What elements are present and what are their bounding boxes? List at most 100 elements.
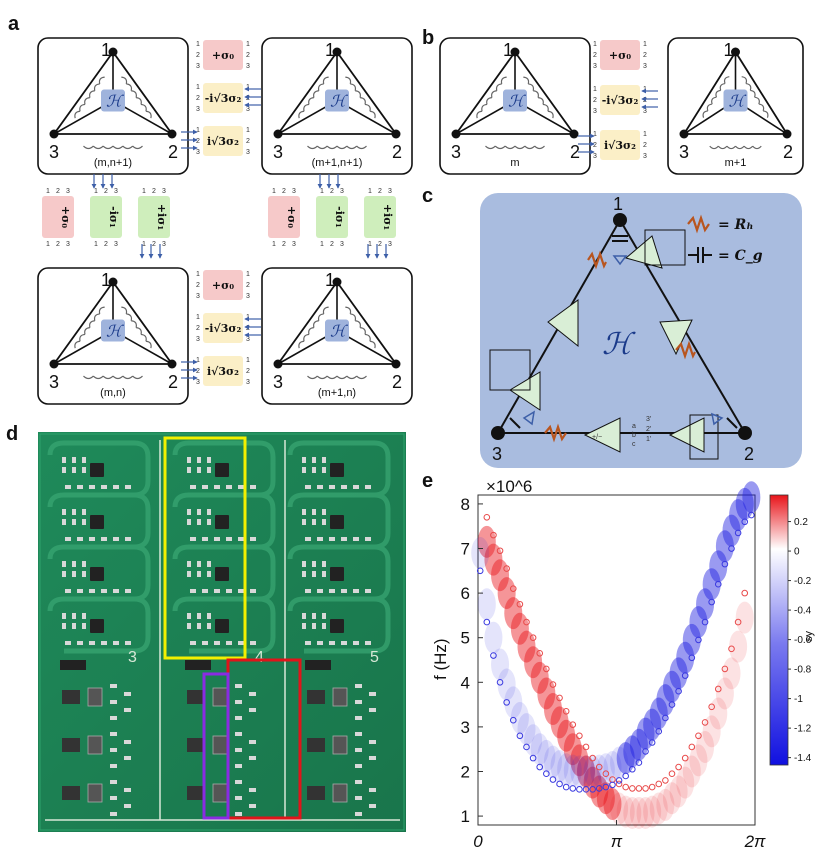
node-dot — [679, 129, 689, 139]
heatmap-cell — [583, 755, 602, 788]
hamiltonian-box — [325, 89, 349, 112]
pin-number: 3 — [196, 149, 200, 156]
heatmap-cell — [550, 750, 569, 783]
node-dot — [49, 359, 59, 369]
coupler-label: i√3σ₂ — [207, 365, 239, 378]
heatmap-cell — [530, 661, 549, 694]
series-0-point — [635, 785, 643, 792]
node-dot — [731, 47, 740, 57]
node-label: 1 — [101, 40, 111, 60]
pin-number: 2 — [643, 97, 647, 104]
panel-e-label: e — [422, 470, 433, 492]
node-dot — [108, 277, 118, 287]
node-2 — [738, 426, 752, 440]
pin-number: 2 — [246, 282, 250, 289]
pin-number: 1 — [196, 314, 200, 321]
heatmap-cell — [702, 568, 721, 601]
hamiltonian-box — [101, 319, 125, 342]
node-dot — [332, 47, 342, 57]
series-0-point — [701, 719, 709, 726]
coupler-label: -i√3σ₂ — [205, 322, 242, 335]
cell-coordinate: (m,n) — [100, 387, 126, 399]
pin-number: 2 — [378, 241, 382, 248]
series-1-point — [635, 759, 643, 766]
board-number-4: 4 — [255, 649, 264, 666]
pin-number: 1 — [94, 241, 98, 248]
heatmap-cell — [656, 684, 675, 717]
series-0-point — [668, 770, 676, 778]
heatmap-cell — [550, 706, 569, 739]
cell-coordinate: m+1 — [725, 157, 747, 169]
heatmap-cell — [570, 755, 589, 788]
series-0-point — [642, 785, 649, 792]
pin-number: 1 — [643, 86, 647, 93]
node-3 — [491, 426, 505, 440]
series-0-point — [503, 565, 510, 572]
pin-number: 2 — [104, 241, 108, 248]
heatmap-cell — [656, 788, 675, 821]
pin-number: 2 — [56, 241, 60, 248]
pin-number: 1 — [196, 127, 200, 134]
series-1-point — [536, 763, 544, 771]
y-tick-label: 4 — [461, 673, 470, 692]
node-label: 1 — [325, 270, 335, 290]
heatmap-cell — [491, 648, 510, 681]
heatmap-cell — [563, 754, 582, 787]
pin-label: 2' — [646, 426, 651, 433]
hamiltonian-symbol: ℋ — [508, 92, 526, 111]
heatmap-cell — [557, 719, 576, 752]
series-1-point — [476, 567, 484, 575]
node-dot — [273, 129, 283, 139]
pcb-photo: 3 4 5 — [38, 432, 406, 832]
series-1-point — [496, 678, 504, 686]
pin-number: 3 — [593, 63, 597, 70]
pin-number: 3 — [196, 63, 200, 70]
pin-number: 1 — [246, 314, 250, 321]
ground-icon — [522, 255, 724, 426]
panel-a-label: a — [8, 13, 20, 35]
heatmap-cell — [610, 746, 629, 779]
pin-label: 1' — [646, 436, 651, 443]
heatmap-cell — [623, 735, 642, 768]
colorbar-tick-label: -0.6 — [794, 635, 812, 646]
series-0-point — [622, 783, 629, 791]
series-0-point — [536, 650, 544, 657]
heatmap-cell — [676, 766, 695, 799]
colorbar-tick-label: -1.2 — [794, 724, 812, 735]
heatmap-cell — [517, 630, 536, 663]
pin-number: 2 — [282, 188, 286, 195]
pin-number: 2 — [196, 52, 200, 59]
pin-number: 1 — [246, 41, 250, 48]
heatmap-cell — [524, 646, 543, 679]
series-0-point — [708, 703, 715, 711]
heatmap-cell — [682, 755, 701, 788]
coupler-label: +σ₀ — [609, 49, 631, 62]
series-0-point — [589, 754, 596, 762]
heatmap-cell — [689, 744, 708, 777]
node-label-2: 2 — [744, 444, 754, 464]
pin-number: 3 — [643, 63, 647, 70]
pin-number: 3 — [66, 188, 70, 195]
pin-number: 3 — [114, 241, 118, 248]
panel-b-label: b — [422, 27, 434, 49]
colorbar-tick-label: -0.8 — [794, 665, 812, 676]
colorbar-tick-label: -0.2 — [794, 576, 812, 587]
heatmap-cell — [590, 754, 609, 787]
coupler-label: +σ₀ — [59, 206, 72, 228]
heatmap-cell — [543, 745, 562, 778]
series-0-point — [523, 618, 530, 626]
series-0-point — [629, 785, 636, 792]
pin-number: 2 — [196, 138, 200, 145]
heatmap-cell — [735, 487, 754, 520]
series-1-point — [503, 699, 510, 706]
pin-number: 2 — [104, 188, 108, 195]
coupler-label: +σ₀ — [212, 279, 234, 292]
pin-number: 2 — [196, 325, 200, 332]
series-1-point — [675, 687, 682, 695]
series-0-point — [483, 513, 491, 521]
